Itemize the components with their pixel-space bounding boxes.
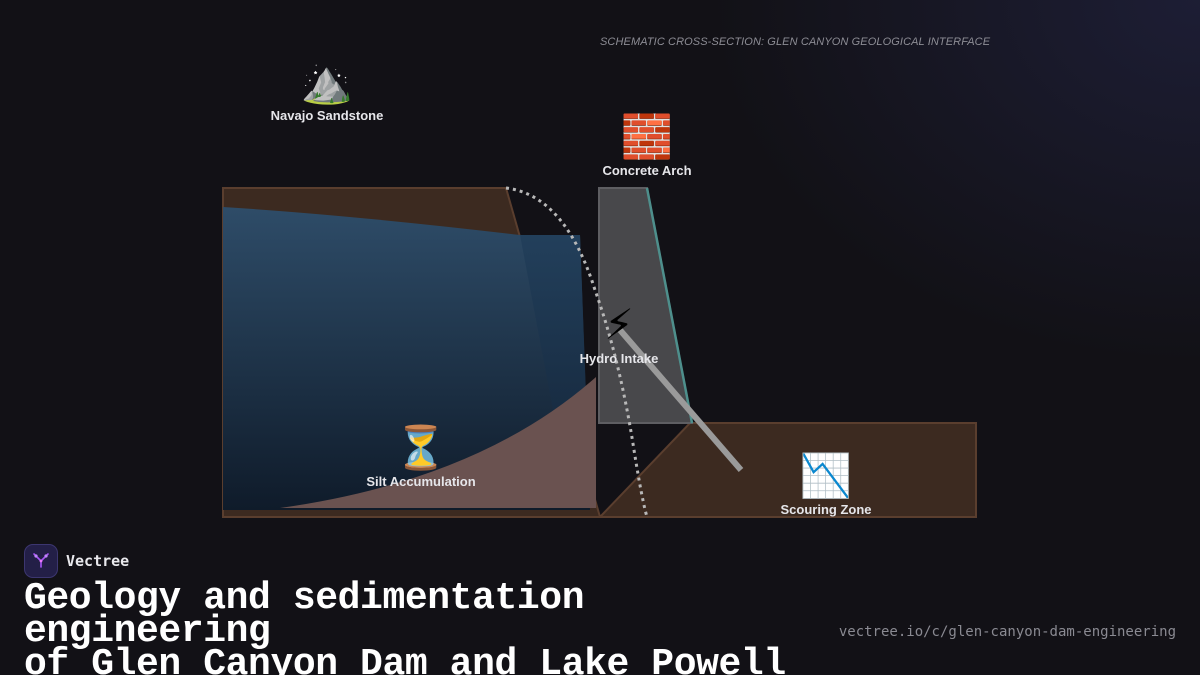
- marker-silt-accumulation: ⏳ Silt Accumulation: [366, 423, 476, 490]
- label-silt-accumulation: Silt Accumulation: [366, 474, 476, 489]
- label-concrete-arch: Concrete Arch: [602, 163, 692, 178]
- title-line-2: of Glen Canyon Dam and Lake Powell: [24, 643, 786, 675]
- title-line-1: Geology and sedimentation engineering: [24, 577, 585, 653]
- geological-interface-line: [505, 186, 649, 518]
- source-url[interactable]: vectree.io/c/glen-canyon-dam-engineering: [838, 624, 1176, 640]
- brand: Vectree: [24, 544, 129, 578]
- brick-icon: 🧱: [620, 112, 674, 161]
- lightning-icon: ⚡: [604, 300, 634, 349]
- marker-scouring-zone: 📉 Scouring Zone: [780, 451, 872, 518]
- mountain-icon: ⛰️: [300, 57, 354, 106]
- reservoir-water: [223, 207, 590, 510]
- chart-decreasing-icon: 📉: [799, 451, 853, 500]
- dam-downstream-face: [645, 187, 694, 424]
- marker-navajo-sandstone: ⛰️ Navajo Sandstone: [270, 57, 384, 124]
- vectree-logo-icon: [24, 544, 58, 578]
- page-title: Geology and sedimentation engineering of…: [24, 580, 844, 675]
- marker-concrete-arch: 🧱 Concrete Arch: [602, 112, 692, 179]
- tree-logo-icon: [33, 553, 49, 568]
- silt-wedge: [280, 377, 596, 508]
- penstock-pipe: [617, 328, 744, 472]
- hourglass-icon: ⏳: [394, 423, 448, 472]
- sandstone-bedrock-downstream: [597, 422, 977, 518]
- label-navajo-sandstone: Navajo Sandstone: [270, 108, 384, 123]
- diagram-caption: SCHEMATIC CROSS-SECTION: GLEN CANYON GEO…: [600, 36, 991, 48]
- brand-name: Vectree: [66, 552, 130, 570]
- marker-hydro-intake: ⚡ Hydro Intake: [579, 300, 659, 367]
- label-hydro-intake: Hydro Intake: [579, 351, 659, 366]
- label-scouring-zone: Scouring Zone: [780, 502, 872, 517]
